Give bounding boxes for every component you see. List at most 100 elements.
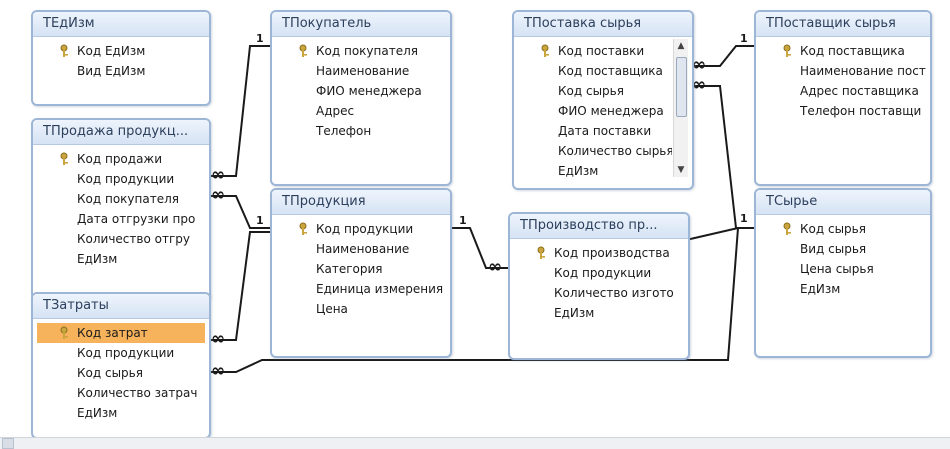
field-label: Наименование пост	[800, 64, 926, 78]
field-row[interactable]: ЕдИзм	[514, 161, 672, 181]
table-product[interactable]: TПродукция Код продукции Наименование Ка…	[270, 188, 452, 358]
field-row[interactable]: Код поставщика	[514, 61, 672, 81]
field-label: ЕдИзм	[77, 252, 118, 266]
table-product-fields: Код продукции Наименование Категория Еди…	[272, 215, 450, 319]
relation-line[interactable]	[207, 45, 270, 177]
field-row[interactable]: Категория	[272, 259, 450, 279]
field-row[interactable]: Код продукции	[510, 263, 688, 283]
table-sales-title[interactable]: TПродажа продукц...	[33, 120, 209, 145]
table-units-title[interactable]: TЕдИзм	[33, 12, 209, 37]
table-raw[interactable]: TСырье Код сырья Вид сырья Цена сырья Ед…	[754, 188, 932, 358]
field-row[interactable]: Код продукции	[272, 219, 450, 239]
field-label: Код производства	[554, 246, 670, 260]
field-row[interactable]: Дата поставки	[514, 121, 672, 141]
field-row[interactable]: ЕдИзм	[33, 403, 209, 423]
field-label: Код продажи	[77, 152, 163, 166]
field-row[interactable]: Наименование	[272, 239, 450, 259]
horizontal-scrollbar[interactable]	[0, 437, 950, 449]
field-row[interactable]: ФИО менеджера	[514, 101, 672, 121]
field-row[interactable]: Код поставщика	[756, 41, 930, 61]
field-row[interactable]: Код покупателя	[33, 189, 209, 209]
field-row[interactable]: Вид сырья	[756, 239, 930, 259]
relation-line[interactable]	[690, 45, 754, 67]
relation-line[interactable]	[685, 227, 754, 241]
key-icon	[60, 152, 68, 165]
table-supply[interactable]: TПоставка сырья Код поставки Код поставщ…	[512, 10, 694, 190]
field-row[interactable]: Дата отгрузки про	[33, 209, 209, 229]
table-units[interactable]: TЕдИзм Код ЕдИзм Вид ЕдИзм	[31, 10, 211, 106]
relation-line[interactable]	[207, 231, 270, 341]
relation-many-label: ∞	[488, 257, 502, 277]
table-product-title[interactable]: TПродукция	[272, 190, 450, 215]
relation-one-label: 1	[459, 214, 467, 227]
field-row[interactable]: Адрес поставщика	[756, 81, 930, 101]
vertical-scrollbar[interactable]: ▲ ▼	[673, 39, 688, 177]
relation-many-label: ∞	[211, 329, 225, 349]
field-label: Код сырья	[558, 84, 624, 98]
field-row[interactable]: Код сырья	[756, 219, 930, 239]
table-supplier-title[interactable]: TПоставщик сырья	[756, 12, 930, 37]
field-label: ЕдИзм	[800, 282, 841, 296]
relation-many-label: ∞	[211, 165, 225, 185]
field-row[interactable]: Код продукции	[33, 169, 209, 189]
field-label: Код поставщика	[800, 44, 905, 58]
field-row[interactable]: Код продукции	[33, 343, 209, 363]
field-label: Адрес	[316, 104, 355, 118]
field-label: Код покупателя	[77, 192, 179, 206]
field-row[interactable]: Адрес	[272, 101, 450, 121]
field-row[interactable]: Код сырья	[33, 363, 209, 383]
table-costs-title[interactable]: TЗатраты	[33, 294, 209, 319]
field-row[interactable]: Цена	[272, 299, 450, 319]
field-row[interactable]: ЕдИзм	[510, 303, 688, 323]
field-row[interactable]: Код продажи	[33, 149, 209, 169]
field-label: Код поставки	[558, 44, 645, 58]
field-label: Единица измерения	[316, 282, 444, 296]
field-row[interactable]: Количество сырья	[514, 141, 672, 161]
table-costs-fields: Код затрат Код продукции Код сырья Колич…	[33, 319, 209, 423]
field-row[interactable]: Количество затрач	[33, 383, 209, 403]
scroll-down-arrow-icon[interactable]: ▼	[677, 165, 685, 175]
field-row[interactable]: Цена сырья	[756, 259, 930, 279]
field-row[interactable]: ЕдИзм	[33, 249, 209, 269]
field-label: Наименование	[316, 64, 410, 78]
key-icon	[783, 44, 791, 57]
relation-line[interactable]	[690, 85, 754, 229]
field-row[interactable]: Количество изгото	[510, 283, 688, 303]
field-label: ЕдИзм	[77, 406, 118, 420]
field-label: Код сырья	[77, 366, 143, 380]
table-production[interactable]: TПроизводство пр... Код производства Код…	[508, 212, 690, 360]
field-row[interactable]: Телефон поставщи	[756, 101, 930, 121]
field-row[interactable]: Телефон	[272, 121, 450, 141]
table-supply-title[interactable]: TПоставка сырья	[514, 12, 692, 37]
table-production-title[interactable]: TПроизводство пр...	[510, 214, 688, 239]
field-row[interactable]: Количество отгру	[33, 229, 209, 249]
field-row[interactable]: Код поставки	[514, 41, 672, 61]
field-label: Код продукции	[316, 222, 414, 236]
field-row[interactable]: Код производства	[510, 243, 688, 263]
field-row[interactable]: ЕдИзм	[756, 279, 930, 299]
relation-line[interactable]	[448, 227, 508, 269]
field-row[interactable]: Наименование пост	[756, 61, 930, 81]
field-row-selected[interactable]: Код затрат	[37, 323, 205, 343]
field-row[interactable]: ФИО менеджера	[272, 81, 450, 101]
field-row[interactable]: Единица измерения	[272, 279, 450, 299]
table-supply-fields: Код поставки Код поставщика Код сырья ФИ…	[514, 37, 692, 181]
table-supplier[interactable]: TПоставщик сырья Код поставщика Наименов…	[754, 10, 932, 186]
table-costs[interactable]: TЗатраты Код затрат Код продукции Код сы…	[31, 292, 211, 439]
relation-one-label: 1	[740, 212, 748, 225]
relation-many-label: ∞	[211, 361, 225, 381]
field-row[interactable]: Код ЕдИзм	[33, 41, 209, 61]
field-row[interactable]: Наименование	[272, 61, 450, 81]
field-row[interactable]: Вид ЕдИзм	[33, 61, 209, 81]
table-buyer[interactable]: TПокупатель Код покупателя Наименование …	[270, 10, 452, 186]
scroll-up-arrow-icon[interactable]: ▲	[677, 41, 685, 51]
field-row[interactable]: Код покупателя	[272, 41, 450, 61]
scroll-thumb[interactable]	[676, 57, 687, 117]
relation-line[interactable]	[207, 195, 270, 229]
field-label: Дата поставки	[558, 124, 652, 138]
field-row[interactable]: Код сырья	[514, 81, 672, 101]
table-buyer-title[interactable]: TПокупатель	[272, 12, 450, 37]
table-sales[interactable]: TПродажа продукц... Код продажи Код прод…	[31, 118, 211, 300]
table-raw-title[interactable]: TСырье	[756, 190, 930, 215]
field-label: Код сырья	[800, 222, 866, 236]
